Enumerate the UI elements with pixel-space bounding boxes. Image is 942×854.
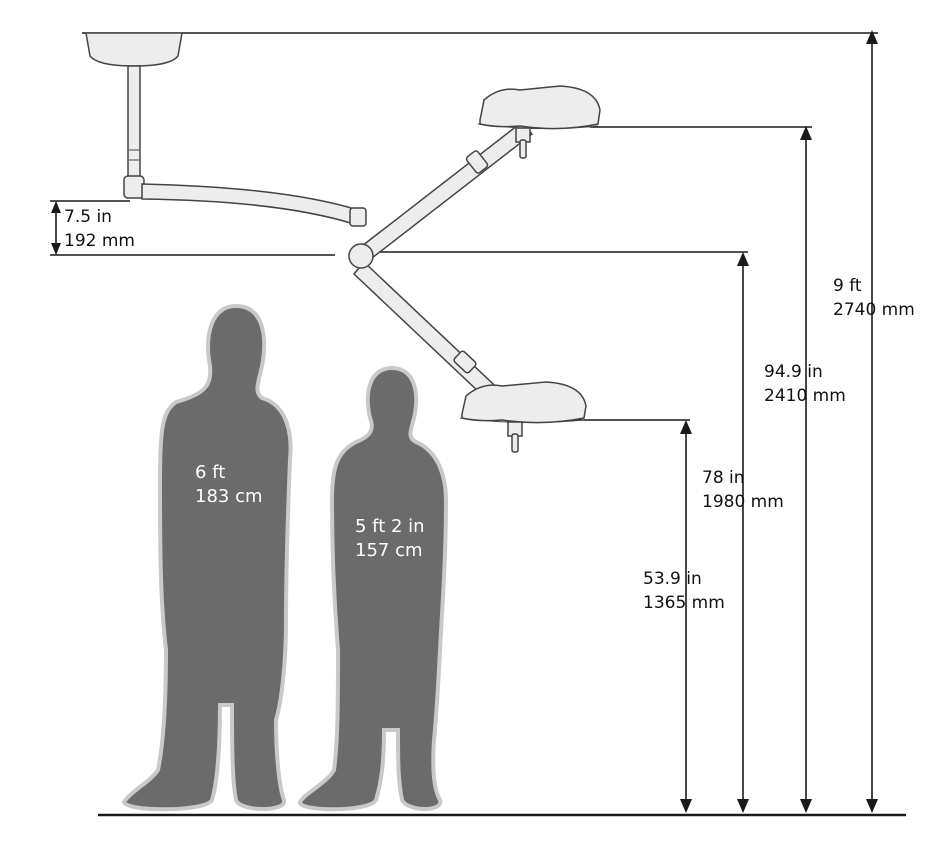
tall-person-height-ft: 6 ft — [195, 462, 226, 483]
upper-lighthead-height-imperial: 94.9 in — [764, 362, 823, 382]
surgical-light-fixture — [85, 32, 601, 453]
central-axis-height-imperial: 78 in — [702, 468, 745, 488]
suspension-tube — [127, 65, 141, 187]
upper-lighthead-height-metric: 2410 mm — [764, 386, 846, 406]
ceiling-height-dimension-arrow — [866, 30, 878, 813]
upper-lighthead-dimension-arrow — [800, 126, 812, 813]
arm-drop-metric: 192 mm — [64, 231, 135, 251]
upper-lighthead — [477, 85, 601, 159]
lower-lighthead — [459, 381, 587, 453]
upper-spring-arm — [360, 120, 534, 260]
ceiling-height-imperial: 9 ft — [833, 276, 862, 296]
short-person-silhouette — [297, 365, 449, 812]
lower-lighthead-dimension-arrow — [680, 420, 692, 813]
lower-lighthead-height-metric: 1365 mm — [643, 593, 725, 613]
central-hub — [348, 243, 374, 269]
central-axis-height-metric: 1980 mm — [702, 492, 784, 512]
tall-person-height-cm: 183 cm — [195, 486, 263, 507]
short-person-height-ft: 5 ft 2 in — [355, 516, 425, 537]
tall-person-silhouette — [121, 303, 293, 812]
arm-drop-imperial: 7.5 in — [64, 207, 112, 227]
elbow-joint — [123, 175, 145, 199]
central-arm — [141, 183, 359, 225]
central-axis-dimension-arrow — [737, 252, 749, 813]
ceiling-canopy — [85, 32, 183, 67]
ceiling-height-metric: 2740 mm — [833, 300, 915, 320]
arm-drop-dimension-arrow — [51, 201, 61, 255]
short-person-height-cm: 157 cm — [355, 540, 423, 561]
lower-lighthead-height-imperial: 53.9 in — [643, 569, 702, 589]
